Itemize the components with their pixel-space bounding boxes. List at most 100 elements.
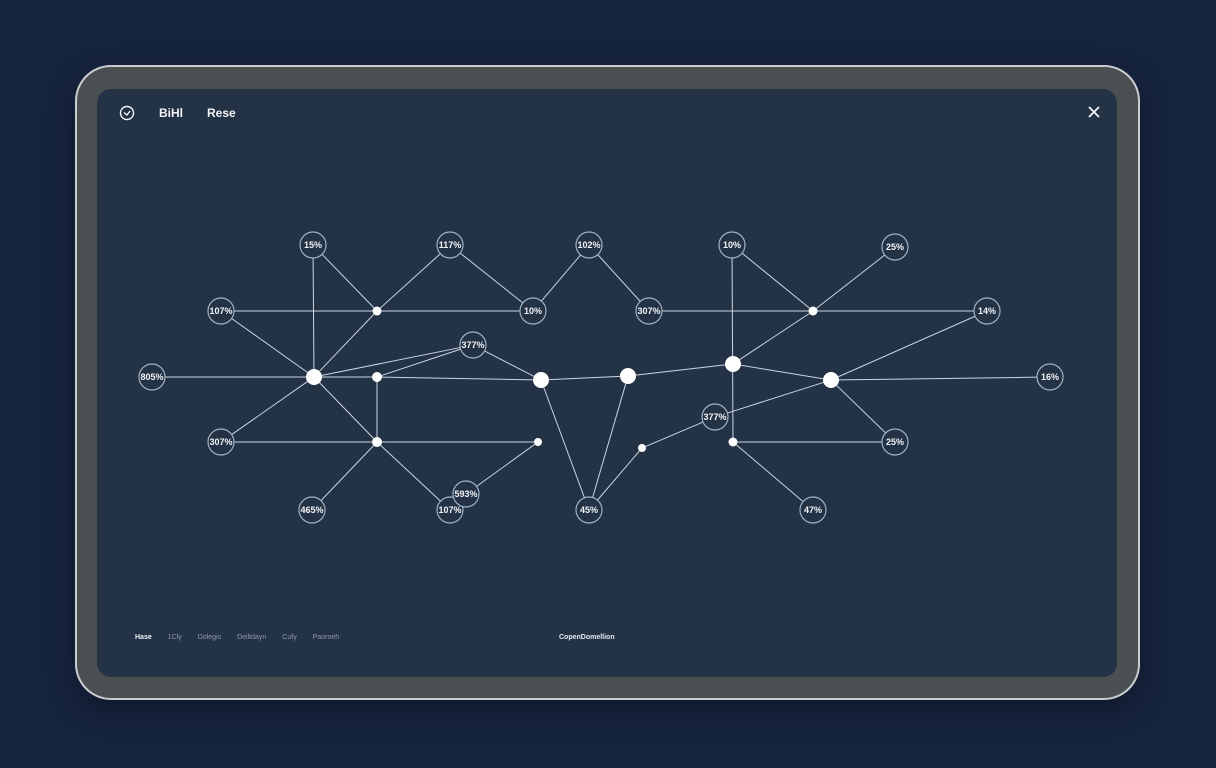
graph-edge	[381, 348, 461, 376]
footer-nav-item[interactable]: Cufy	[282, 634, 297, 641]
label-node-ring	[881, 233, 909, 261]
hub-node[interactable]	[533, 372, 549, 388]
graph-edge	[838, 315, 976, 378]
hub-node[interactable]	[620, 368, 636, 384]
label-node-text: 117%	[439, 240, 462, 250]
graph-edge	[597, 254, 641, 302]
hub-node[interactable]	[372, 437, 382, 447]
hub-node[interactable]	[823, 372, 839, 388]
label-node[interactable]: 805%	[138, 363, 166, 391]
label-node[interactable]: 593%	[452, 480, 480, 508]
graph-edge	[740, 364, 824, 380]
menu-item-rese[interactable]: Rese	[207, 106, 236, 120]
graph-edge	[592, 383, 627, 498]
graph-edge	[231, 318, 308, 373]
clock-check-icon[interactable]	[119, 105, 135, 121]
label-node[interactable]: 102%	[575, 231, 603, 259]
label-node[interactable]: 25%	[881, 428, 909, 456]
label-node[interactable]: 117%	[436, 231, 464, 259]
footer-center-text: CopenDomellion	[559, 634, 615, 641]
hub-node[interactable]	[725, 356, 741, 372]
hub-node[interactable]	[372, 372, 382, 382]
label-node[interactable]: 15%	[299, 231, 327, 259]
footer-nav-item[interactable]: Paoroeh	[312, 634, 340, 641]
graph-edge	[320, 445, 374, 501]
label-node[interactable]: 465%	[298, 496, 326, 524]
hub-node[interactable]	[728, 437, 738, 447]
label-node[interactable]: 47%	[799, 496, 827, 524]
graph-edge	[741, 252, 810, 309]
label-node-text: 377%	[461, 340, 484, 350]
tablet-device: BiHl Rese 15% 117% 102% 10% 25% 107% 10% 307% 14…	[75, 65, 1140, 700]
label-node[interactable]: 14%	[973, 297, 1001, 325]
graph-edge	[597, 450, 640, 501]
label-node[interactable]: 377%	[459, 331, 487, 359]
label-node-text: 307%	[637, 306, 660, 316]
label-node-ring	[299, 231, 327, 259]
hub-node[interactable]	[372, 306, 382, 316]
footer-nav-item[interactable]: Deiltdayn	[237, 634, 267, 641]
network-graph: 15% 117% 102% 10% 25% 107% 10% 307% 14% 377% 805% 1…	[138, 231, 1064, 524]
label-node[interactable]: 10%	[519, 297, 547, 325]
label-node-ring	[298, 496, 326, 524]
label-node-text: 47%	[804, 505, 822, 515]
label-node-text: 25%	[886, 242, 904, 252]
label-node[interactable]: 10%	[718, 231, 746, 259]
footer-nav-item[interactable]: Dolegis	[197, 634, 222, 641]
label-node-text: 10%	[524, 306, 542, 316]
graph-edge	[731, 257, 734, 438]
label-node-ring	[519, 297, 547, 325]
graph-edge	[548, 375, 621, 381]
label-node[interactable]: 377%	[701, 403, 729, 431]
label-node-ring	[436, 231, 464, 259]
graph-edge	[321, 347, 461, 376]
label-node-text: 465%	[300, 505, 323, 515]
footer-nav-item[interactable]: 1Cly	[167, 634, 182, 641]
label-node-text: 805%	[140, 372, 163, 382]
label-node-ring	[575, 496, 603, 524]
label-node[interactable]: 307%	[635, 297, 663, 325]
graph-edge	[459, 252, 524, 304]
graph-edge	[836, 385, 887, 434]
graph-edge	[484, 350, 535, 377]
graph-edge	[231, 381, 308, 435]
graph-edge	[635, 364, 726, 376]
label-node-ring	[138, 363, 166, 391]
graph-edge	[312, 257, 315, 370]
graph-edge	[727, 381, 824, 414]
label-node-text: 307%	[209, 437, 232, 447]
graph-edge	[321, 253, 375, 309]
close-icon[interactable]	[1087, 105, 1101, 119]
hub-node[interactable]	[306, 369, 322, 385]
hub-node[interactable]	[534, 438, 542, 446]
top-bar: BiHl Rese	[97, 89, 1117, 137]
graph-edge	[319, 382, 374, 439]
label-node-text: 45%	[580, 505, 598, 515]
graph-edge	[319, 313, 375, 372]
label-node-ring	[973, 297, 1001, 325]
label-node[interactable]: 16%	[1036, 363, 1064, 391]
graph-edge	[543, 387, 585, 498]
label-node[interactable]: 107%	[207, 297, 235, 325]
label-node-ring	[575, 231, 603, 259]
graph-edge	[541, 254, 581, 302]
label-node[interactable]: 25%	[881, 233, 909, 261]
screen: BiHl Rese 15% 117% 102% 10% 25% 107% 10% 307% 14…	[97, 89, 1117, 677]
label-node-text: 10%	[723, 240, 741, 250]
graph-edge	[816, 254, 886, 309]
label-node-text: 107%	[438, 505, 461, 515]
hub-node[interactable]	[808, 306, 818, 316]
label-node-text: 16%	[1041, 372, 1059, 382]
graph-edge	[380, 253, 441, 309]
label-node-text: 102%	[577, 240, 600, 250]
label-node-text: 377%	[703, 412, 726, 422]
graph-edge	[476, 443, 536, 487]
footer-nav-item[interactable]: Hase	[135, 634, 152, 641]
label-node-text: 25%	[886, 437, 904, 447]
label-node-ring	[881, 428, 909, 456]
hub-node[interactable]	[638, 444, 646, 452]
label-node-ring	[799, 496, 827, 524]
label-node-ring	[207, 428, 235, 456]
label-node[interactable]: 45%	[575, 496, 603, 524]
label-node[interactable]: 307%	[207, 428, 235, 456]
